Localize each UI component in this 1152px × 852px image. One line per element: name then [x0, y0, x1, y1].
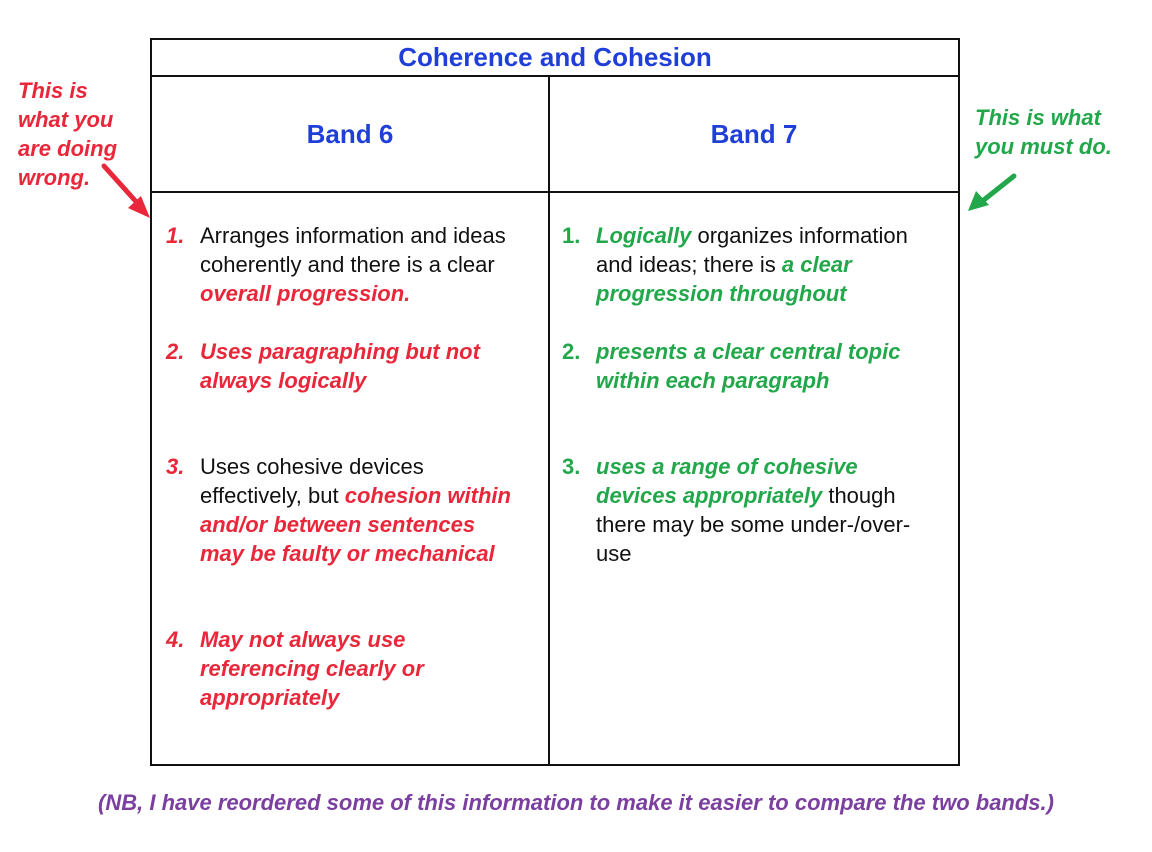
item-text: Arranges information and ideas coherentl…	[200, 223, 506, 306]
item-text: Uses paragraphing but not always logical…	[200, 339, 480, 393]
item-text: presents a clear central topic within ea…	[596, 339, 901, 393]
item-number: 1.	[166, 223, 185, 248]
column-divider	[548, 193, 550, 764]
band7-heading: Band 7	[548, 77, 958, 193]
item-text: Uses cohesive devices effectively, but c…	[200, 454, 511, 566]
arrow-down-right-icon	[101, 163, 150, 218]
band-comparison-table: Coherence and Cohesion Band 6 Band 7 1. …	[150, 38, 960, 766]
wrong-annotation: This is what you are doing wrong.	[18, 78, 118, 190]
right-annotation: This is what you must do.	[975, 105, 1112, 159]
arrow-down-left-icon	[968, 173, 1017, 211]
item-number: 3.	[166, 454, 185, 479]
item-text: Logically organizes information and idea…	[596, 223, 908, 306]
item-number: 2.	[166, 339, 185, 364]
item-number: 2.	[562, 339, 581, 364]
footnote: (NB, I have reordered some of this infor…	[98, 790, 1054, 815]
item-number: 4.	[166, 627, 185, 652]
band6-cell: 1. Arranges information and ideas cohere…	[152, 193, 548, 764]
item-text: May not always use referencing clearly o…	[200, 627, 424, 710]
band6-heading: Band 6	[152, 77, 548, 193]
item-number: 1.	[562, 223, 581, 248]
item-text: uses a range of cohesive devices appropr…	[596, 454, 911, 566]
band7-cell: 1. Logically organizes information and i…	[550, 193, 958, 764]
table-title: Coherence and Cohesion	[152, 40, 958, 77]
item-number: 3.	[562, 454, 581, 479]
